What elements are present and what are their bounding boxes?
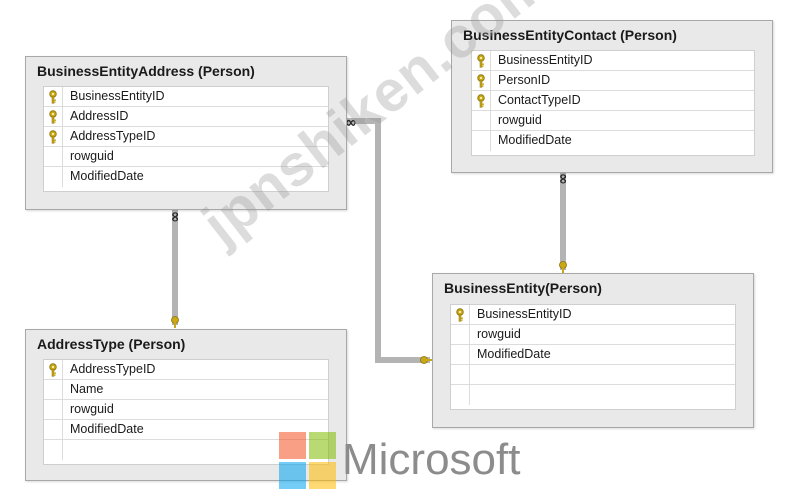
key-cell [472, 131, 491, 151]
column-name: ContactTypeID [498, 93, 581, 107]
key-cell [44, 87, 63, 106]
microsoft-wordmark: Microsoft [342, 435, 521, 484]
many-marker-2: ∞ [345, 115, 357, 131]
link-address-businessentity [346, 118, 430, 363]
table-business-entity[interactable]: BusinessEntity(Person) BusinessEntityID r… [432, 273, 754, 428]
microsoft-logo-icon [279, 432, 336, 489]
column-name: rowguid [70, 402, 114, 416]
column-row[interactable]: ModifiedDate [44, 167, 328, 187]
many-marker-1: ∞ [167, 211, 183, 223]
one-marker-1 [171, 316, 179, 328]
column-name: ModifiedDate [477, 347, 551, 361]
column-row[interactable]: rowguid [44, 147, 328, 167]
key-cell [44, 380, 63, 399]
key-cell [451, 345, 470, 364]
column-name: rowguid [498, 113, 542, 127]
primary-key-icon [476, 74, 486, 88]
key-cell [451, 325, 470, 344]
column-name: ModifiedDate [70, 169, 144, 183]
column-grid: BusinessEntityID AddressID AddressTypeID ro… [43, 86, 329, 192]
column-row[interactable]: rowguid [44, 400, 328, 420]
key-cell [472, 91, 491, 110]
key-cell [44, 147, 63, 166]
column-row[interactable]: ContactTypeID [472, 91, 754, 111]
primary-key-icon [48, 90, 58, 104]
column-row[interactable]: ModifiedDate [44, 420, 328, 440]
many-marker-3: ∞ [555, 173, 571, 185]
column-row[interactable]: rowguid [472, 111, 754, 131]
key-cell [451, 305, 470, 324]
key-cell [451, 385, 470, 405]
column-row[interactable]: rowguid [451, 325, 735, 345]
column-name: Name [70, 382, 104, 396]
column-name: ModifiedDate [70, 422, 144, 436]
one-marker-2 [420, 356, 432, 364]
key-cell [44, 360, 63, 379]
primary-key-icon [455, 308, 465, 322]
column-row[interactable]: PersonID [472, 71, 754, 91]
column-row[interactable]: ModifiedDate [472, 131, 754, 151]
key-cell [44, 420, 63, 439]
key-cell [472, 111, 491, 130]
table-title: BusinessEntityAddress (Person) [37, 63, 255, 79]
table-title: BusinessEntity(Person) [444, 280, 602, 296]
key-cell [44, 440, 63, 460]
logo-square-green [309, 432, 336, 459]
column-row[interactable]: AddressTypeID [44, 127, 328, 147]
column-row[interactable]: Name [44, 380, 328, 400]
key-cell [44, 400, 63, 419]
column-row[interactable] [451, 385, 735, 405]
column-grid: BusinessEntityID PersonID ContactTypeID row… [471, 50, 755, 156]
column-name: ModifiedDate [498, 133, 572, 147]
column-row[interactable]: AddressTypeID [44, 360, 328, 380]
key-cell [44, 107, 63, 126]
key-cell [44, 127, 63, 146]
table-business-entity-address[interactable]: BusinessEntityAddress (Person) BusinessE… [25, 56, 347, 210]
column-row[interactable]: AddressID [44, 107, 328, 127]
table-title: BusinessEntityContact (Person) [463, 27, 677, 43]
primary-key-icon [48, 130, 58, 144]
column-row[interactable] [44, 440, 328, 460]
column-row[interactable]: BusinessEntityID [451, 305, 735, 325]
column-name: BusinessEntityID [477, 307, 572, 321]
one-marker-3 [559, 261, 567, 273]
primary-key-icon [48, 363, 58, 377]
primary-key-icon [476, 54, 486, 68]
column-name: rowguid [70, 149, 114, 163]
column-name: PersonID [498, 73, 551, 87]
table-business-entity-contact[interactable]: BusinessEntityContact (Person) BusinessE… [451, 20, 773, 173]
key-cell [472, 51, 491, 70]
key-cell [451, 365, 470, 384]
column-row[interactable]: ModifiedDate [451, 345, 735, 365]
column-row[interactable] [451, 365, 735, 385]
column-name: AddressTypeID [70, 362, 156, 376]
column-name: AddressID [70, 109, 129, 123]
column-row[interactable]: BusinessEntityID [44, 87, 328, 107]
table-title: AddressType (Person) [37, 336, 186, 352]
logo-square-yellow [309, 462, 336, 489]
column-name: rowguid [477, 327, 521, 341]
column-row[interactable]: BusinessEntityID [472, 51, 754, 71]
key-cell [44, 167, 63, 187]
column-name: AddressTypeID [70, 129, 156, 143]
primary-key-icon [48, 110, 58, 124]
column-name: BusinessEntityID [498, 53, 593, 67]
key-cell [472, 71, 491, 90]
logo-square-red [279, 432, 306, 459]
logo-square-blue [279, 462, 306, 489]
column-name: BusinessEntityID [70, 89, 165, 103]
primary-key-icon [476, 94, 486, 108]
